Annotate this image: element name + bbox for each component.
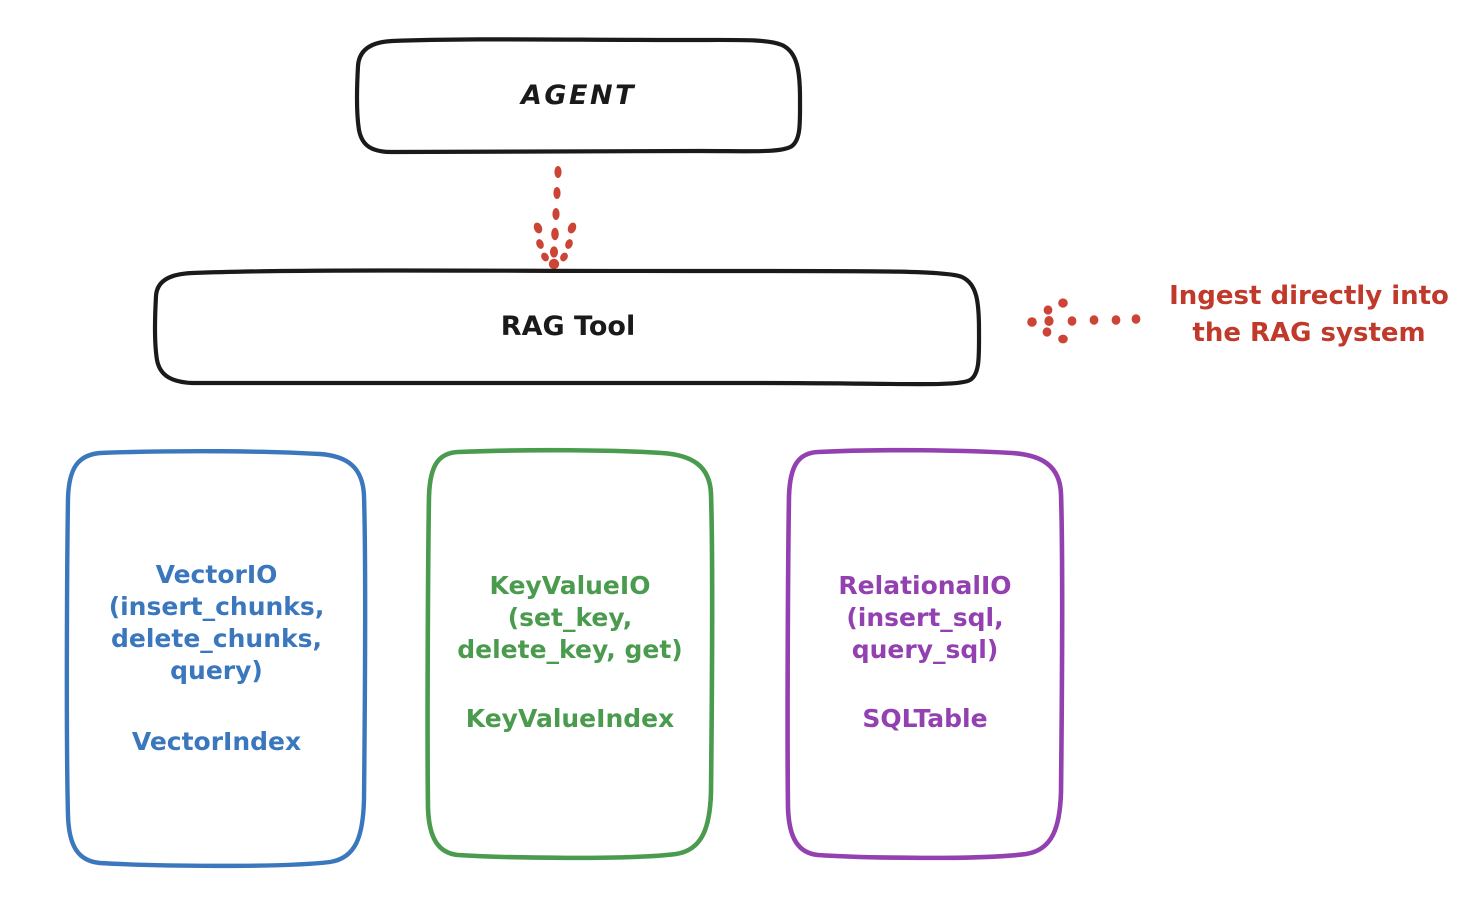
agent-label: AGENT xyxy=(520,79,636,111)
ingest-annotation: Ingest directly into the RAG system xyxy=(1169,281,1449,348)
rag-tool-label: RAG Tool xyxy=(500,310,636,342)
ingest-arrow-connector xyxy=(1027,298,1141,344)
key-value-io-subtitle: KeyValueIndex xyxy=(465,704,675,734)
node-relational-io[interactable]: RelationalIO (insert_sql, query_sql) SQL… xyxy=(788,450,1062,855)
vector-io-title: VectorIO (insert_chunks, delete_chunks, … xyxy=(108,560,325,686)
key-value-io-title: KeyValueIO (set_key, delete_key, get) xyxy=(457,570,683,664)
node-rag-tool[interactable]: RAG Tool xyxy=(156,271,980,383)
node-key-value-io[interactable]: KeyValueIO (set_key, delete_key, get) Ke… xyxy=(428,450,712,855)
relational-io-subtitle: SQLTable xyxy=(862,704,988,734)
relational-io-title: RelationalIO (insert_sql, query_sql) xyxy=(838,570,1012,664)
agent-to-rag-connector xyxy=(533,166,577,270)
node-agent[interactable]: AGENT xyxy=(357,40,800,152)
vector-io-subtitle: VectorIndex xyxy=(131,726,302,756)
node-vector-io[interactable]: VectorIO (insert_chunks, delete_chunks, … xyxy=(68,452,365,865)
